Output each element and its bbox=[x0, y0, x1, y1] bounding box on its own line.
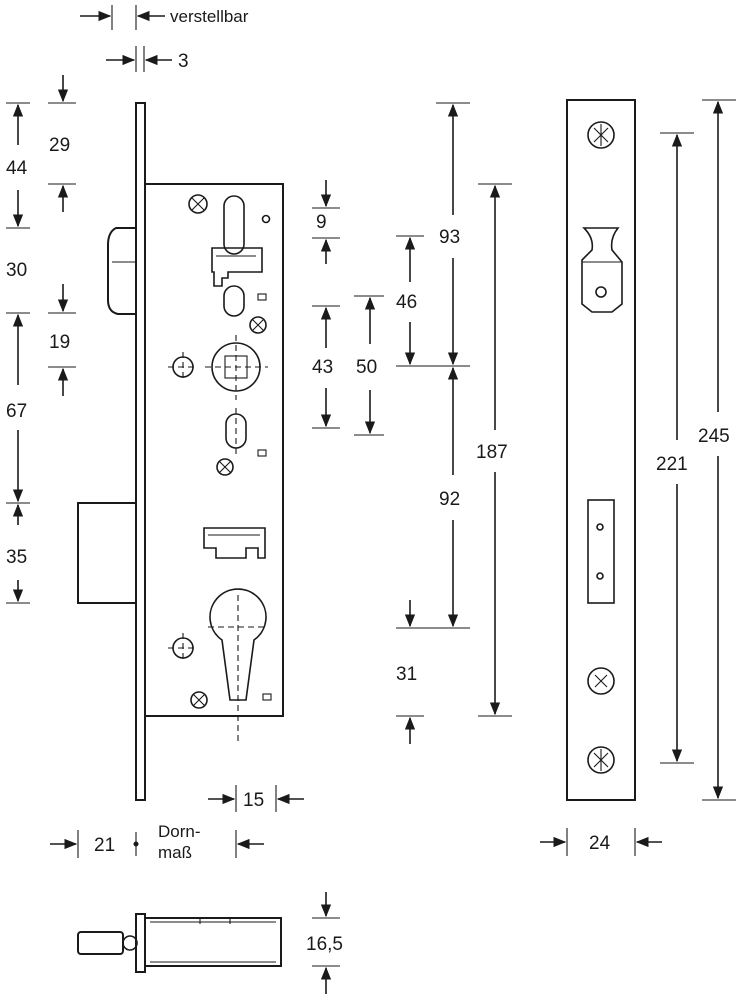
bolt-top bbox=[77, 931, 124, 955]
dim-16-5: 16,5 bbox=[306, 934, 343, 955]
center-dimensions: 9 43 50 46 93 92 31 187 bbox=[312, 102, 512, 744]
verstellbar-label: verstellbar bbox=[170, 7, 249, 26]
latch-opening bbox=[581, 227, 623, 313]
dim-245: 245 bbox=[698, 426, 730, 447]
upper-slot bbox=[223, 195, 245, 255]
dornmass-label-2: maß bbox=[158, 843, 192, 862]
bolt-guide bbox=[203, 527, 266, 559]
dim-93: 93 bbox=[439, 227, 460, 248]
dim-24: 24 bbox=[589, 833, 611, 854]
dim-50: 50 bbox=[356, 357, 377, 378]
dim-19: 19 bbox=[49, 332, 70, 353]
dim-31: 31 bbox=[396, 664, 417, 685]
cylinder-screw-icon bbox=[587, 667, 615, 695]
dim-21: 21 bbox=[94, 835, 115, 856]
dim-35: 35 bbox=[6, 547, 27, 568]
faceplate-top bbox=[135, 913, 146, 973]
dim-67: 67 bbox=[6, 401, 27, 422]
dead-bolt bbox=[77, 502, 137, 604]
left-dimensions: 29 44 30 19 67 35 bbox=[6, 75, 76, 604]
dim-46: 46 bbox=[396, 292, 417, 313]
cylinder-cutout bbox=[209, 588, 267, 701]
right-dimensions: 221 245 24 bbox=[540, 99, 736, 856]
bottom-dimensions: 15 21 Dorn- maß bbox=[50, 785, 304, 862]
dim-30: 30 bbox=[6, 260, 27, 281]
bolt-opening bbox=[587, 499, 615, 604]
faceplate-strip bbox=[135, 102, 146, 801]
dim-3: 3 bbox=[178, 51, 189, 72]
dim-221: 221 bbox=[656, 454, 688, 475]
top-dimensions: verstellbar 3 bbox=[80, 5, 249, 72]
dim-92: 92 bbox=[439, 489, 460, 510]
screw-icon bbox=[188, 194, 208, 214]
dim-9: 9 bbox=[316, 212, 327, 233]
case-top bbox=[144, 917, 282, 967]
dim-43: 43 bbox=[312, 357, 333, 378]
faceplate-front-view bbox=[566, 99, 636, 801]
top-view: 16,5 bbox=[77, 892, 343, 994]
screw-icon bbox=[587, 746, 615, 774]
dornmass-label-1: Dorn- bbox=[158, 822, 201, 841]
screw-icon bbox=[587, 121, 615, 149]
faceplate bbox=[566, 99, 636, 801]
lever-part bbox=[211, 247, 263, 287]
dim-187: 187 bbox=[476, 442, 508, 463]
dim-29: 29 bbox=[49, 135, 70, 156]
dim-15: 15 bbox=[243, 790, 264, 811]
side-view bbox=[77, 102, 284, 801]
dim-44: 44 bbox=[6, 158, 28, 179]
latch-bolt bbox=[107, 227, 137, 315]
